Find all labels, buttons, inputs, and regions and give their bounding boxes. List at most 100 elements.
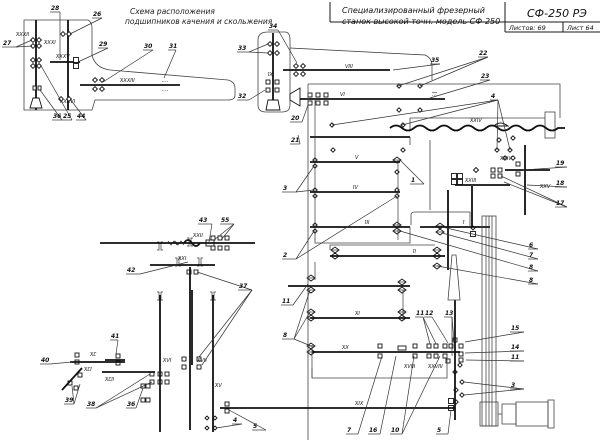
callout-label: 38	[87, 401, 95, 408]
ball-bearing-icon	[292, 70, 300, 78]
ball-bearing-icon	[29, 42, 37, 50]
ball-bearing-icon	[65, 95, 73, 103]
bearing-callout: 4	[215, 417, 243, 429]
ball-bearing-icon	[273, 40, 281, 48]
bearing-callout: 27	[2, 39, 33, 48]
bearing-callout: 2	[282, 195, 398, 260]
shaft-label: I	[463, 220, 465, 226]
shaft-label: XL	[89, 352, 96, 358]
document-code: СФ-250 РЭ	[527, 7, 587, 20]
ball-bearing-icon	[204, 415, 210, 421]
callout-label: 15	[511, 325, 519, 332]
bearing-spec: …	[432, 92, 437, 98]
callout-label: 1	[411, 177, 415, 184]
callout-label: 4	[491, 93, 495, 100]
bearing-callout: 26	[69, 11, 103, 35]
plain-bearing-icon	[412, 353, 418, 359]
callout-label: 3	[511, 382, 515, 389]
ball-bearing-icon	[29, 62, 37, 70]
bearing-callout: 16	[368, 355, 397, 435]
ball-bearing-icon	[510, 135, 516, 141]
plain-bearing-icon	[412, 343, 418, 349]
shaft-label: XX	[341, 345, 349, 351]
title-block: Специализированный фрезерный станок высо…	[329, 2, 600, 33]
callout-label: 55	[221, 217, 229, 224]
plain-bearing-icon	[448, 343, 454, 349]
bearing-callout: 6	[441, 226, 539, 250]
bearing-callout: 1	[399, 159, 425, 185]
plain-bearing-icon	[457, 179, 463, 185]
bearing-spec: …	[162, 76, 169, 84]
callout-label: 36	[53, 113, 61, 120]
shaft-label: III	[365, 220, 370, 226]
ball-bearing-icon	[417, 107, 423, 113]
ball-bearing-icon	[457, 362, 463, 368]
plain-bearing-icon	[73, 385, 79, 391]
bearing-callout: 8	[399, 230, 539, 272]
title-description-line2: станок высокой точн. модель СФ-250	[342, 17, 500, 26]
shaft-label: XXVIII	[427, 364, 443, 370]
sleeve-bearing-icon	[197, 257, 203, 267]
ball-bearing-icon	[65, 30, 73, 38]
ball-bearing-icon	[35, 36, 43, 44]
plain-bearing-icon	[323, 100, 329, 106]
plain-bearing-icon	[77, 372, 83, 378]
plain-bearing-icon	[210, 245, 216, 251]
ball-bearing-icon	[299, 62, 307, 70]
bearing-callout: 14	[464, 344, 525, 354]
sheets-count: Листов: 69	[508, 24, 546, 32]
ball-bearing-icon	[330, 147, 336, 153]
ball-bearing-icon	[35, 42, 43, 50]
bearing-spec: …	[162, 85, 169, 93]
plain-bearing-icon	[490, 167, 496, 173]
plain-bearing-icon	[217, 245, 223, 251]
sleeve-bearing-icon	[157, 291, 163, 301]
bearing-callout: 42	[126, 261, 189, 275]
plain-bearing-icon	[307, 100, 313, 106]
ball-bearing-icon	[91, 85, 99, 93]
plain-bearing-icon	[115, 360, 121, 366]
bearing-callout: 22	[397, 50, 489, 87]
bearing-callout: 39	[64, 383, 81, 405]
ball-bearing-icon	[266, 40, 274, 48]
callout-label: 19	[556, 160, 564, 167]
plain-bearing-icon	[181, 364, 187, 370]
sleeve-bearing-icon	[175, 257, 181, 267]
shaft-label: XIX	[354, 401, 364, 407]
plain-bearing-icon	[497, 167, 503, 173]
shaft-label: XXV	[539, 184, 551, 190]
callout-label: 11	[416, 310, 424, 317]
ball-bearing-icon	[204, 425, 210, 431]
plain-bearing-icon	[433, 343, 439, 349]
caption-line2: подшипников качения и скольжения	[125, 17, 273, 26]
shaft-label: XVIII	[403, 364, 416, 370]
callout-label: 22	[479, 50, 487, 57]
shaft-label: XLI	[83, 367, 92, 373]
ball-bearing-icon	[29, 36, 37, 44]
bearing-callout: 11	[465, 354, 525, 362]
plain-bearing-icon	[224, 235, 230, 241]
callout-label: 36	[127, 401, 135, 408]
bearing-callout: 38	[86, 373, 153, 409]
bearing-callout: 41	[110, 333, 119, 355]
ball-bearing-icon	[266, 49, 274, 57]
bearing-callout: 8	[282, 289, 312, 347]
ball-bearing-icon	[59, 30, 67, 38]
plain-bearing-icon	[426, 343, 432, 349]
ball-bearing-icon	[29, 56, 37, 64]
callout-label: 32	[238, 93, 246, 100]
callout-label: 31	[169, 43, 177, 50]
title-description-line1: Специализированный фрезерный	[342, 6, 485, 15]
callout-label: 40	[41, 357, 49, 364]
plain-bearing-icon	[457, 173, 463, 179]
bearing-callout: 12	[424, 310, 449, 344]
shaft-label: IX	[268, 72, 273, 78]
ball-bearing-icon	[98, 76, 106, 84]
bearing-callout: 23	[429, 73, 491, 99]
plain-bearing-icon	[140, 397, 146, 403]
motor-head-housing: IX VIII VI …	[257, 31, 445, 113]
callout-label: 11	[282, 298, 290, 305]
shaft-label: XLII	[104, 377, 115, 383]
